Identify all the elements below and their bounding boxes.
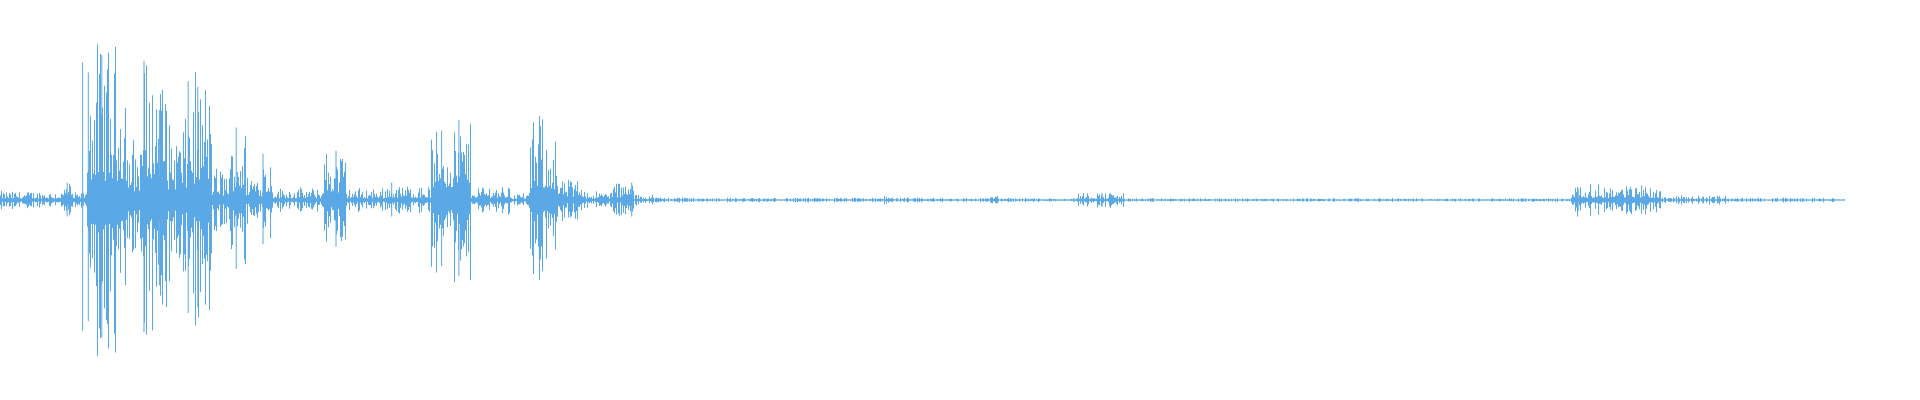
- waveform-bars: [0, 44, 1845, 356]
- waveform-amplitude: [0, 44, 1845, 356]
